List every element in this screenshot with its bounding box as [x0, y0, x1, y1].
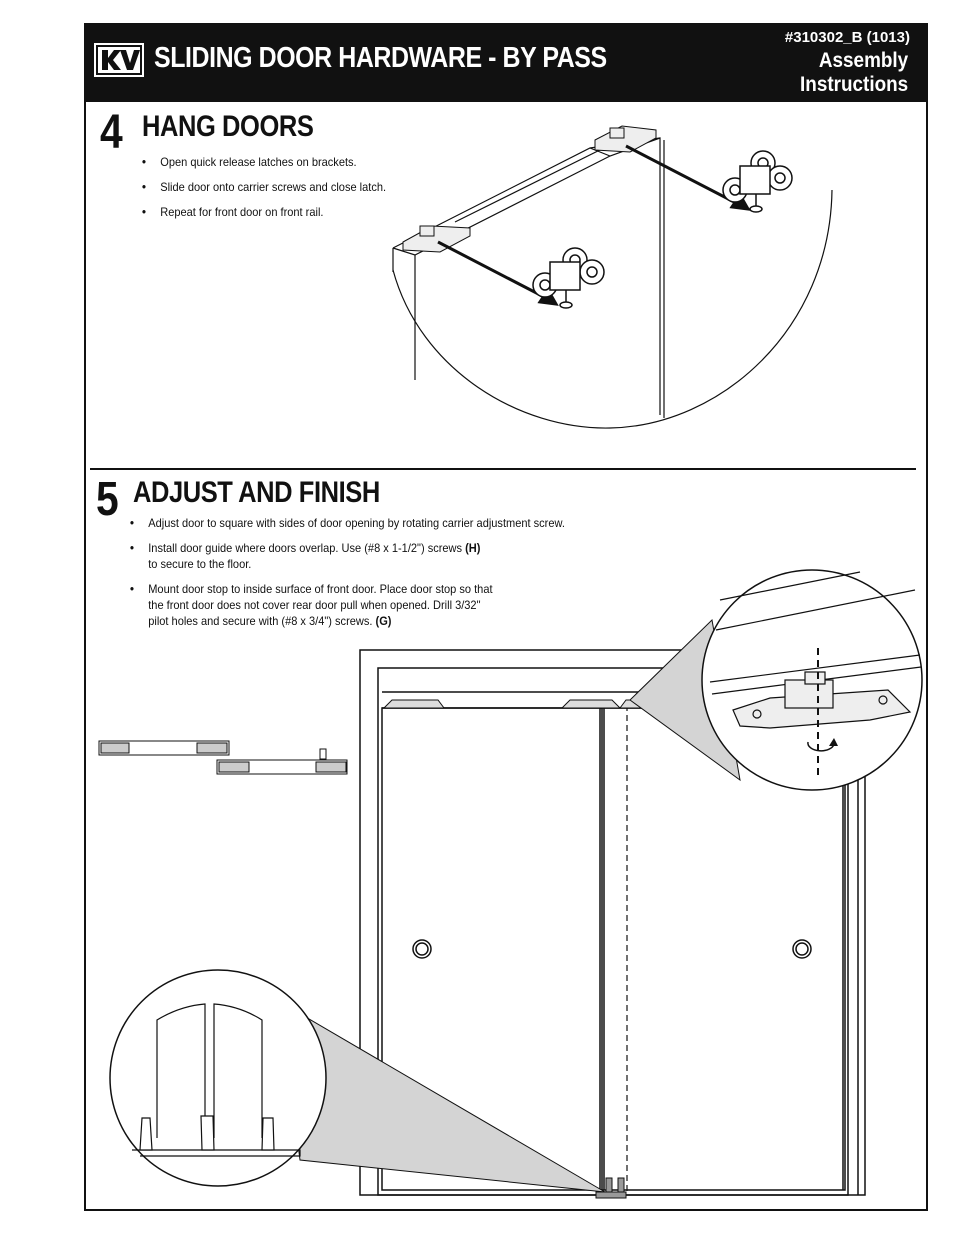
part-tag: (G): [375, 614, 392, 628]
step5-bullet-text: Install door guide where doors overlap. …: [148, 541, 466, 555]
document-type: Assembly Instructions: [800, 49, 908, 97]
step5-bullet: Install door guide where doors overlap. …: [128, 540, 498, 572]
step4-title: HANG DOORS: [142, 110, 314, 143]
kv-logo: [94, 43, 144, 77]
step4-number: 4: [100, 106, 123, 159]
step4-bullet: Slide door onto carrier screws and close…: [140, 179, 416, 195]
step5-title: ADJUST AND FINISH: [133, 476, 380, 509]
step4-bullet-list: Open quick release latches on brackets. …: [140, 154, 440, 229]
step5-number: 5: [96, 473, 119, 526]
step5-bullet: Adjust door to square with sides of door…: [128, 515, 570, 531]
step4-bullet: Open quick release latches on brackets.: [140, 154, 416, 170]
step5-bullet: Mount door stop to inside surface of fro…: [128, 581, 498, 629]
document-number: #310302_B (1013): [784, 29, 910, 46]
header-bar: SLIDING DOOR HARDWARE - BY PASS #310302_…: [84, 23, 928, 102]
step5-bullet-text: to secure to the floor.: [148, 557, 252, 571]
section-divider: [90, 468, 916, 470]
document-title: SLIDING DOOR HARDWARE - BY PASS: [154, 42, 607, 74]
step5-bullet-text: Adjust door to square with sides of door…: [148, 516, 565, 530]
step5-bullet-list: Adjust door to square with sides of door…: [128, 515, 608, 638]
part-tag: (H): [465, 541, 481, 555]
step5-bullet-text: Mount door stop to inside surface of fro…: [148, 582, 493, 628]
step4-bullet: Repeat for front door on front rail.: [140, 204, 416, 220]
document-type-line2: Instructions: [799, 73, 908, 96]
document-type-line1: Assembly: [818, 49, 908, 72]
